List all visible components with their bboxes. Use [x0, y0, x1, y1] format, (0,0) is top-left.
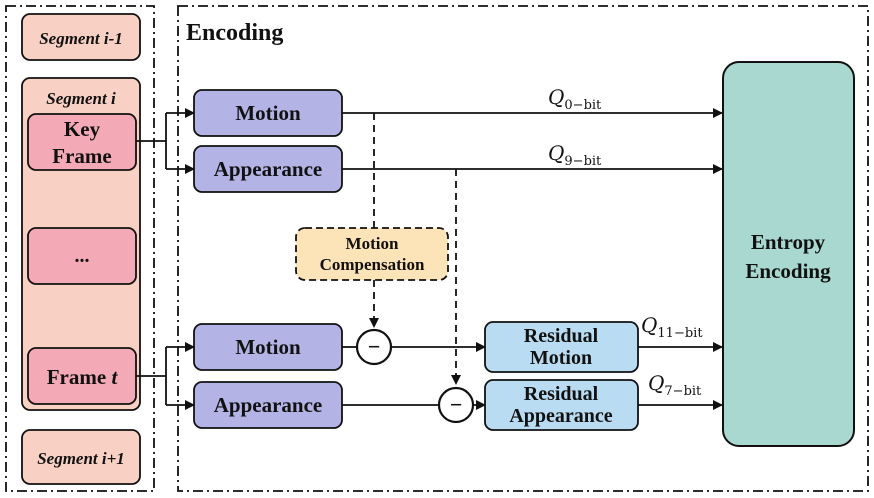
- frame-t-branch-lines: [136, 347, 167, 405]
- frame-t-prefix: Frame: [47, 365, 112, 389]
- q9-label: Q9−bit: [548, 141, 602, 169]
- motion-compensation-label-line1: Motion: [346, 234, 399, 253]
- key-frame-box: [27, 113, 137, 171]
- encoding-title: Encoding: [186, 20, 283, 46]
- key-frame-label-line2: Frame: [52, 144, 111, 168]
- frame-t-label: Frame t: [47, 365, 119, 389]
- residual-motion-label-line1: Residual: [524, 325, 599, 347]
- entropy-encoding-label-line2: Encoding: [745, 259, 831, 283]
- ellipsis-frame-label: ...: [75, 245, 90, 267]
- segment-next-label: Segment i+1: [37, 449, 125, 468]
- appearance-encoder-top-label: Appearance: [214, 157, 323, 181]
- segment-next-box: [21, 429, 141, 485]
- key-frame-label-line1: Key: [64, 117, 101, 141]
- residual-appearance-label-line2: Appearance: [509, 405, 612, 427]
- subtract-node-motion-sign: −: [368, 334, 381, 359]
- motion-encoder-bottom-label: Motion: [235, 335, 301, 359]
- segment-prev-label: Segment i-1: [39, 29, 123, 48]
- q11-label: Q11−bit: [641, 313, 703, 341]
- q0-label: Q0−bit: [548, 85, 602, 113]
- key-frame-branch-lines: [136, 113, 167, 169]
- residual-motion-label-line2: Motion: [530, 347, 592, 369]
- residual-appearance-label-line1: Residual: [524, 383, 599, 405]
- appearance-encoder-bottom-label: Appearance: [214, 393, 323, 417]
- entropy-encoding-box: [722, 61, 855, 447]
- motion-encoder-top-label: Motion: [235, 101, 301, 125]
- frame-t-var: t: [111, 365, 118, 389]
- segment-prev-box: [21, 13, 141, 61]
- subtract-node-appearance-sign: −: [450, 392, 463, 417]
- segment-current-label: Segment i: [46, 89, 116, 108]
- motion-compensation-box: [295, 227, 449, 281]
- q7-label: Q7−bit: [648, 371, 702, 399]
- ellipsis-frame-box: [27, 227, 137, 285]
- encoding-container: [177, 5, 869, 492]
- motion-compensation-label-line2: Compensation: [320, 255, 425, 274]
- segments-container: [5, 5, 155, 492]
- entropy-encoding-label-line1: Entropy: [751, 230, 826, 254]
